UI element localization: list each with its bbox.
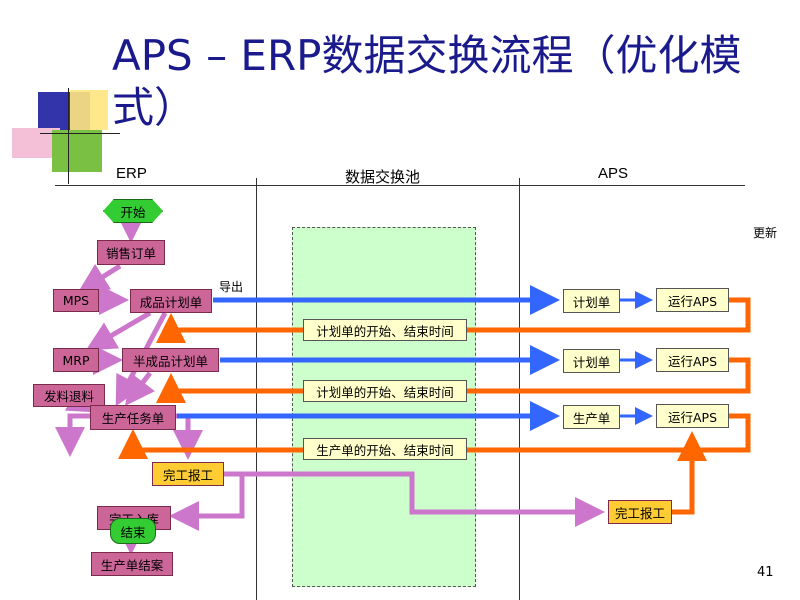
plan-time-box-1: 计划单的开始、结束时间	[303, 319, 467, 341]
production-task-box: 生产任务单	[90, 405, 176, 430]
aps-run-box-3: 运行APS	[656, 404, 729, 428]
completion-report-erp-box: 完工报工	[152, 462, 224, 486]
aps-plan-box-2: 计划单	[563, 349, 620, 373]
deco-hline-top	[40, 133, 120, 134]
plan-time-box-2: 计划单的开始、结束时间	[303, 380, 467, 402]
deco-yellow-square	[70, 90, 108, 130]
production-time-box: 生产单的开始、结束时间	[303, 438, 467, 460]
flow-completion-to-aps	[224, 471, 605, 527]
page-number: 41	[757, 565, 774, 580]
aps-run-box-1: 运行APS	[656, 288, 729, 312]
sales-order-box: 销售订单	[97, 240, 165, 265]
column-erp-label: ERP	[116, 165, 147, 182]
semi-plan-box: 半成品计划单	[122, 348, 219, 372]
column-pool-label: 数据交换池	[345, 169, 421, 186]
update-arrow-3	[118, 413, 751, 459]
completion-report-aps-box: 完工报工	[608, 500, 672, 524]
update-arrow-2	[156, 357, 751, 403]
production-close-box: 生产单结案	[91, 552, 173, 576]
end-node: 结束	[110, 518, 156, 544]
aps-run-box-2: 运行APS	[656, 348, 729, 372]
aps-production-order-box: 生产单	[563, 405, 620, 429]
update-arrow-completion	[672, 431, 707, 515]
finished-plan-box: 成品计划单	[130, 289, 212, 313]
deco-green-square	[52, 130, 102, 172]
flow-finished-to-mrp	[85, 310, 152, 351]
header-top-rule	[55, 185, 745, 186]
export-label: 导出	[219, 280, 244, 294]
column-aps-label: APS	[598, 165, 629, 182]
data-exchange-pool	[292, 227, 476, 587]
mrp-box: MRP	[53, 348, 99, 372]
update-arrow-1	[156, 297, 751, 343]
start-node: 开始	[103, 199, 163, 223]
deco-vline	[68, 88, 69, 184]
update-label: 更新	[753, 226, 778, 240]
mps-box: MPS	[53, 289, 99, 312]
aps-plan-box-1: 计划单	[563, 289, 620, 313]
slide-title: APS – ERP数据交换流程（优化模式）	[112, 31, 742, 132]
flow-task-loop-left	[55, 413, 90, 457]
issue-return-box: 发料退料	[33, 384, 105, 407]
flow-sales-to-mps	[77, 263, 122, 293]
flow-semi-to-task	[124, 371, 156, 406]
